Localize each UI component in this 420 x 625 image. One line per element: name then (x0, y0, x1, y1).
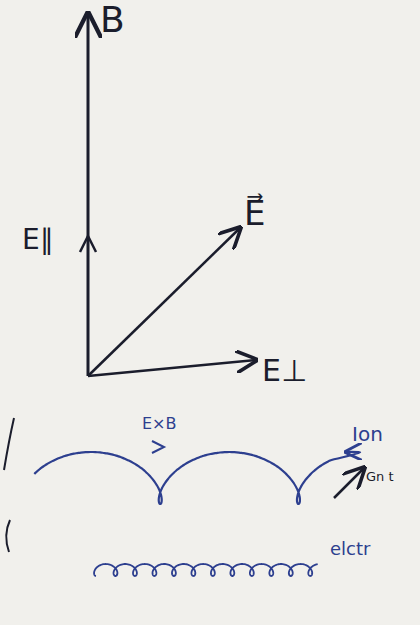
e-perp-arrow (88, 360, 256, 376)
electron-trajectory (94, 564, 318, 576)
note-label: Gn t (366, 470, 394, 483)
field-label: E⊥ (262, 356, 307, 386)
ion-trajectory (34, 452, 360, 504)
e-vector-arrow (88, 228, 240, 376)
drift-head (152, 441, 164, 453)
field-label: B (100, 2, 125, 38)
e-parallel-head (80, 236, 96, 252)
particle-label: Ion (352, 424, 383, 444)
drift-label: E×B (142, 416, 177, 432)
field-label: E⃗ (244, 196, 265, 230)
b-field-arrow (87, 14, 90, 376)
particle-label: elctr (330, 540, 370, 558)
ion-direction-arrow (334, 468, 364, 498)
edge-mark (6, 520, 10, 552)
edge-mark (4, 418, 14, 470)
field-label: E∥ (22, 226, 54, 254)
